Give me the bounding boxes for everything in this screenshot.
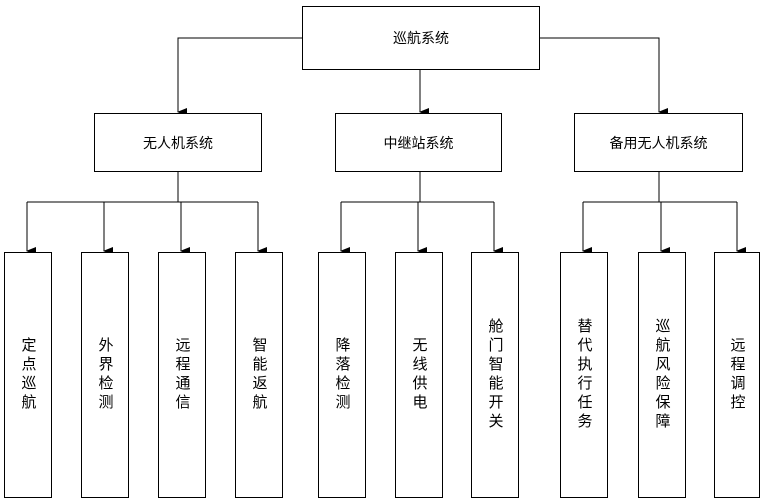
leaf-node-hatch-smart-switch: 舱门智能开关: [471, 252, 519, 498]
leaf-node-smart-return: 智能返航: [235, 252, 283, 498]
group-node-backup-system: 备用无人机系统: [574, 113, 743, 172]
group-node-label: 中继站系统: [384, 133, 454, 153]
leaf-node-label: 外界检测: [98, 337, 113, 413]
group-node-label: 备用无人机系统: [610, 133, 708, 153]
leaf-node-remote-communication: 远程通信: [158, 252, 206, 498]
leaf-node-label: 舱门智能开关: [488, 318, 503, 432]
leaf-node-patrol-risk-assurance: 巡航风险保障: [638, 252, 686, 498]
leaf-node-label: 无线供电: [412, 337, 427, 413]
leaf-node-substitute-task: 替代执行任务: [560, 252, 608, 498]
leaf-node-external-detection: 外界检测: [81, 252, 129, 498]
group-node-label: 无人机系统: [143, 133, 213, 153]
root-node: 巡航系统: [302, 6, 540, 70]
arrow-root-to-drone-system: [178, 38, 302, 112]
arrow-root-to-backup-system: [540, 38, 659, 112]
leaf-node-label: 远程调控: [730, 337, 745, 413]
leaf-node-label: 替代执行任务: [577, 318, 592, 432]
leaf-node-wireless-power: 无线供电: [395, 252, 443, 498]
leaf-node-landing-detection: 降落检测: [318, 252, 366, 498]
root-node-label: 巡航系统: [393, 28, 449, 48]
leaf-node-label: 巡航风险保障: [655, 318, 670, 432]
leaf-node-label: 降落检测: [335, 337, 350, 413]
leaf-node-label: 智能返航: [252, 337, 267, 413]
leaf-node-label: 定点巡航: [21, 337, 36, 413]
leaf-node-remote-control: 远程调控: [714, 252, 760, 498]
group-node-relay-system: 中继站系统: [335, 113, 502, 172]
leaf-node-label: 远程通信: [175, 337, 190, 413]
group-node-drone-system: 无人机系统: [94, 113, 262, 172]
leaf-node-fixed-point-patrol: 定点巡航: [4, 252, 52, 498]
